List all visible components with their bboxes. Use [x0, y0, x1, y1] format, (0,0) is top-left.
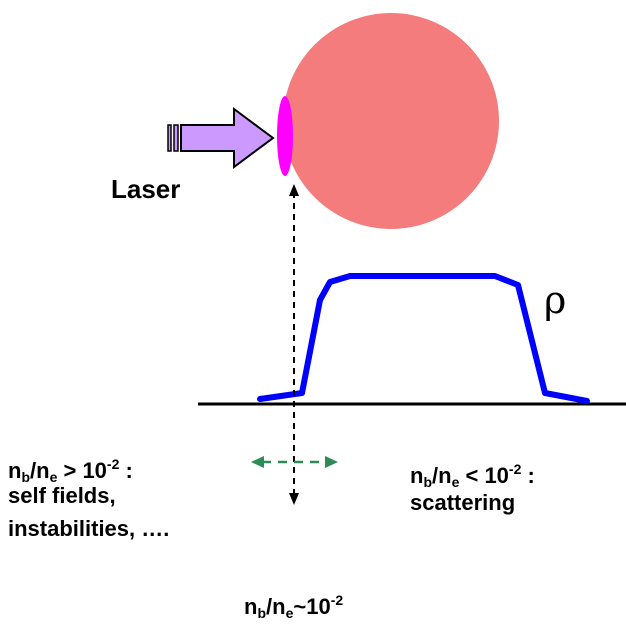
- laser-focal-spot: [277, 96, 293, 176]
- laser-label: Laser: [111, 174, 181, 204]
- vertical-dashed-arrow: [289, 184, 299, 505]
- right-effect-scattering: scattering: [410, 490, 516, 515]
- left-effect-instabilities: instabilities, ….: [8, 516, 170, 541]
- laser-arrow-icon: [167, 107, 275, 169]
- density-symbol-rho: ρ: [544, 278, 567, 322]
- left-effect-self-fields: self fields,: [8, 483, 116, 508]
- target-sphere: [283, 13, 499, 229]
- bottom-threshold-label: nb/ne~10-2: [244, 592, 344, 621]
- left-condition-label: nb/ne > 10-2 :: [8, 456, 133, 485]
- right-condition-label: nb/ne < 10-2 :: [410, 461, 535, 490]
- green-double-arrow: [251, 456, 338, 468]
- density-profile-curve: [257, 273, 590, 404]
